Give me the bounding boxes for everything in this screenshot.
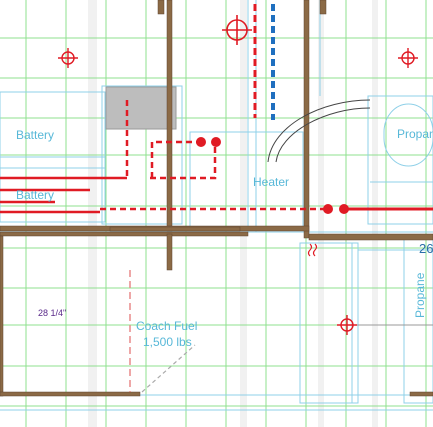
target-marker-icon <box>398 48 418 68</box>
target-marker-icon <box>337 315 357 335</box>
component-outlines <box>0 0 433 411</box>
dimension-label: 28 1/4" <box>38 308 66 318</box>
curved-lines <box>267 99 371 163</box>
background-bands <box>88 0 378 427</box>
connection-points <box>196 137 349 214</box>
coach-fuel-weight-label: 1,500 lbs <box>143 335 192 349</box>
outlet-symbol-icon <box>307 243 318 257</box>
coach-fuel-label: Coach Fuel <box>136 319 197 333</box>
heater-label: Heater <box>253 175 289 189</box>
propane-top-label: Propane <box>397 127 433 141</box>
target-marker-icon <box>222 15 252 45</box>
propane-vertical-label: Propane <box>413 272 427 318</box>
callout-leader <box>141 344 196 393</box>
battery-top-label: Battery <box>16 128 54 142</box>
red-wiring <box>0 4 433 392</box>
target-marker-icon <box>58 48 78 68</box>
walls <box>0 0 433 397</box>
edge-number-label: 26 <box>419 241 433 256</box>
gray-component-block <box>105 86 177 130</box>
battery-bottom-label: Battery <box>16 188 54 202</box>
